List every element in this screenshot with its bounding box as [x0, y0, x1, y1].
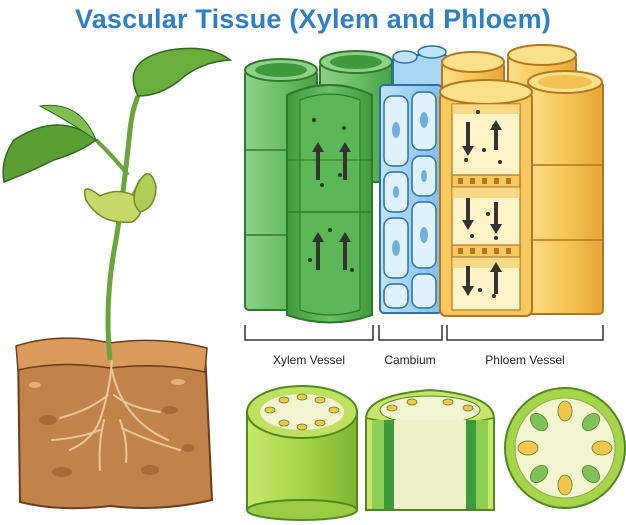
cambium-group — [379, 45, 449, 314]
label-brackets — [244, 325, 604, 341]
down-arrow-icon — [462, 120, 502, 296]
page-title: Vascular Tissue (Xylem and Phloem) — [75, 4, 551, 34]
phloem-label: Phloem Vessel — [485, 353, 564, 367]
up-arrow-icon — [312, 142, 351, 270]
cambium-label: Cambium — [384, 353, 435, 367]
plant-stem — [94, 95, 142, 361]
stem-cross-section — [504, 387, 626, 509]
xylem-label: Xylem Vessel — [273, 353, 345, 367]
xylem-vessel-group — [244, 50, 393, 324]
phloem-vessel-group — [439, 44, 604, 317]
plant-roots — [51, 359, 181, 471]
stem-cylinder — [246, 385, 358, 521]
plant-leaves — [2, 47, 232, 224]
soil-block — [15, 337, 214, 510]
stem-longitudinal-section — [365, 388, 495, 511]
